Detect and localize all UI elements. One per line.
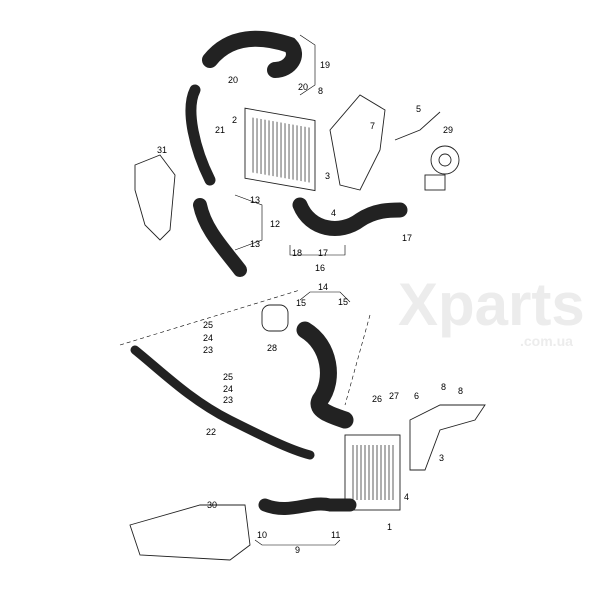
- callout-17: 17: [318, 248, 328, 258]
- callout-1: 1: [387, 522, 392, 532]
- callout-2: 2: [232, 115, 237, 125]
- watermark-brand: Xparts: [398, 271, 585, 338]
- callout-27: 27: [389, 391, 399, 401]
- callout-25: 25: [203, 320, 213, 330]
- callout-13: 13: [250, 239, 260, 249]
- callout-15: 15: [296, 298, 306, 308]
- callout-29: 29: [443, 125, 453, 135]
- callout-25: 25: [223, 372, 233, 382]
- valve-29: [424, 145, 460, 191]
- air-duct-31: [134, 154, 176, 241]
- callout-4: 4: [404, 492, 409, 502]
- hose-9: [258, 497, 357, 515]
- callout-20: 20: [298, 82, 308, 92]
- callout-23: 23: [203, 345, 213, 355]
- hose-16: [292, 197, 408, 236]
- callout-8: 8: [441, 382, 446, 392]
- callout-30: 30: [207, 500, 217, 510]
- watermark-domain: .com.ua: [520, 333, 573, 349]
- air-duct-30: [129, 504, 251, 561]
- intercooler-lower: [344, 434, 401, 511]
- callout-6: 6: [414, 391, 419, 401]
- callout-21: 21: [215, 125, 225, 135]
- hose-14: [296, 321, 354, 429]
- callout-7: 7: [370, 121, 375, 131]
- callout-11: 11: [331, 530, 340, 540]
- callout-23: 23: [223, 395, 233, 405]
- upper-hose-19: [202, 30, 302, 78]
- callout-17: 17: [402, 233, 412, 243]
- callout-15: 15: [338, 297, 348, 307]
- bracket-6: [409, 404, 486, 471]
- bracket-7: [329, 94, 386, 191]
- callout-31: 31: [157, 145, 167, 155]
- callout-28: 28: [267, 343, 277, 353]
- callout-9: 9: [295, 545, 300, 555]
- callout-10: 10: [257, 530, 267, 540]
- hose-12: [193, 198, 247, 277]
- callout-26: 26: [372, 394, 382, 404]
- callout-8: 8: [318, 86, 323, 96]
- callout-8: 8: [458, 386, 463, 396]
- watermark: Xparts .com.ua: [398, 271, 585, 349]
- callout-22: 22: [206, 427, 216, 437]
- callout-14: 14: [318, 282, 328, 292]
- cable-tie-5: [394, 111, 441, 141]
- callout-13: 13: [250, 195, 260, 205]
- callout-20: 20: [228, 75, 238, 85]
- callout-3: 3: [325, 171, 330, 181]
- callout-5: 5: [416, 104, 421, 114]
- callout-24: 24: [203, 333, 213, 343]
- callout-19: 19: [320, 60, 330, 70]
- clamp-28: [261, 304, 289, 332]
- intercooler-upper: [244, 107, 316, 192]
- hose-21: [185, 84, 216, 186]
- callout-18: 18: [292, 248, 302, 258]
- callout-4: 4: [331, 208, 336, 218]
- grouping-brackets: [119, 34, 371, 546]
- pipe-22: [130, 345, 315, 460]
- callout-12: 12: [270, 219, 280, 229]
- callout-24: 24: [223, 384, 233, 394]
- callout-3: 3: [439, 453, 444, 463]
- callout-16: 16: [315, 263, 325, 273]
